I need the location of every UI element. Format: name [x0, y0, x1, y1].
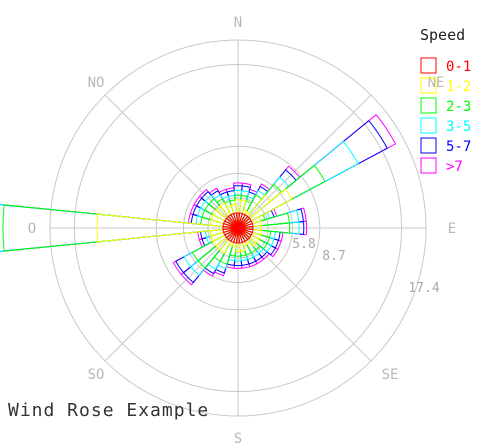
legend-item-label: 5-7 [446, 139, 471, 155]
wedge [198, 188, 239, 229]
wedge [230, 204, 239, 229]
wedge [175, 227, 239, 274]
direction-label: SO [88, 367, 105, 383]
legend-swatch [420, 137, 437, 154]
wedge [233, 212, 239, 229]
ring-label: 17.4 [408, 281, 439, 296]
legend-swatch [420, 157, 437, 174]
wedge [237, 185, 251, 229]
wedge [208, 198, 239, 229]
ring-label: 8.7 [322, 249, 345, 264]
legend-title: Speed [420, 26, 465, 44]
wedge [216, 198, 239, 229]
legend: Speed 0-1 1-2 2-3 3-5 5-7 >7 [420, 26, 471, 175]
legend-item-label: 2-3 [446, 99, 471, 115]
grid-spoke [237, 94, 372, 229]
wedge [237, 188, 293, 229]
wedge [237, 222, 291, 234]
wedge [237, 227, 272, 253]
wedge [237, 220, 308, 236]
direction-label: SE [382, 367, 399, 383]
wedge [204, 194, 239, 229]
wedge [237, 182, 252, 229]
wedge [237, 227, 276, 256]
legend-item-label: 1-2 [446, 79, 471, 95]
direction-label: N [234, 15, 242, 31]
direction-label: E [448, 221, 456, 237]
grid-spoke [104, 227, 239, 362]
wedge [237, 227, 268, 250]
wedge [191, 227, 239, 262]
wedge [237, 221, 300, 235]
ring-label: 5.8 [292, 237, 315, 252]
wedge [183, 227, 239, 268]
series-1-2 [96, 188, 293, 254]
wedge [237, 194, 249, 229]
wedge [237, 119, 388, 229]
legend-item-label: 0-1 [446, 59, 471, 75]
wedge [96, 213, 239, 243]
wedge [237, 227, 279, 258]
legend-item-label: 3-5 [446, 119, 471, 135]
direction-label: O [28, 221, 36, 237]
wedge [237, 113, 397, 229]
wedge [237, 227, 257, 247]
wedge [237, 164, 326, 229]
legend-swatch [420, 117, 437, 134]
grid-spoke [237, 227, 372, 362]
wedge [237, 199, 247, 229]
wedge [2, 204, 239, 252]
wedge [200, 190, 239, 229]
wedge [237, 140, 359, 229]
series-0-1 [222, 212, 254, 244]
grid-spoke [104, 94, 239, 229]
chart-title: Wind Rose Example [8, 400, 209, 421]
polar-grid [49, 39, 427, 417]
direction-label: NO [88, 75, 105, 91]
legend-item-label: >7 [446, 159, 463, 175]
direction-label: S [234, 431, 242, 443]
legend-swatch [420, 97, 437, 114]
wedge [219, 202, 239, 229]
legend-swatch [420, 57, 437, 74]
speed-series [0, 113, 397, 286]
wedge [235, 227, 241, 253]
wedge [237, 221, 305, 235]
wedge [237, 190, 250, 229]
legend-swatch [420, 77, 437, 94]
wedge [172, 227, 239, 276]
